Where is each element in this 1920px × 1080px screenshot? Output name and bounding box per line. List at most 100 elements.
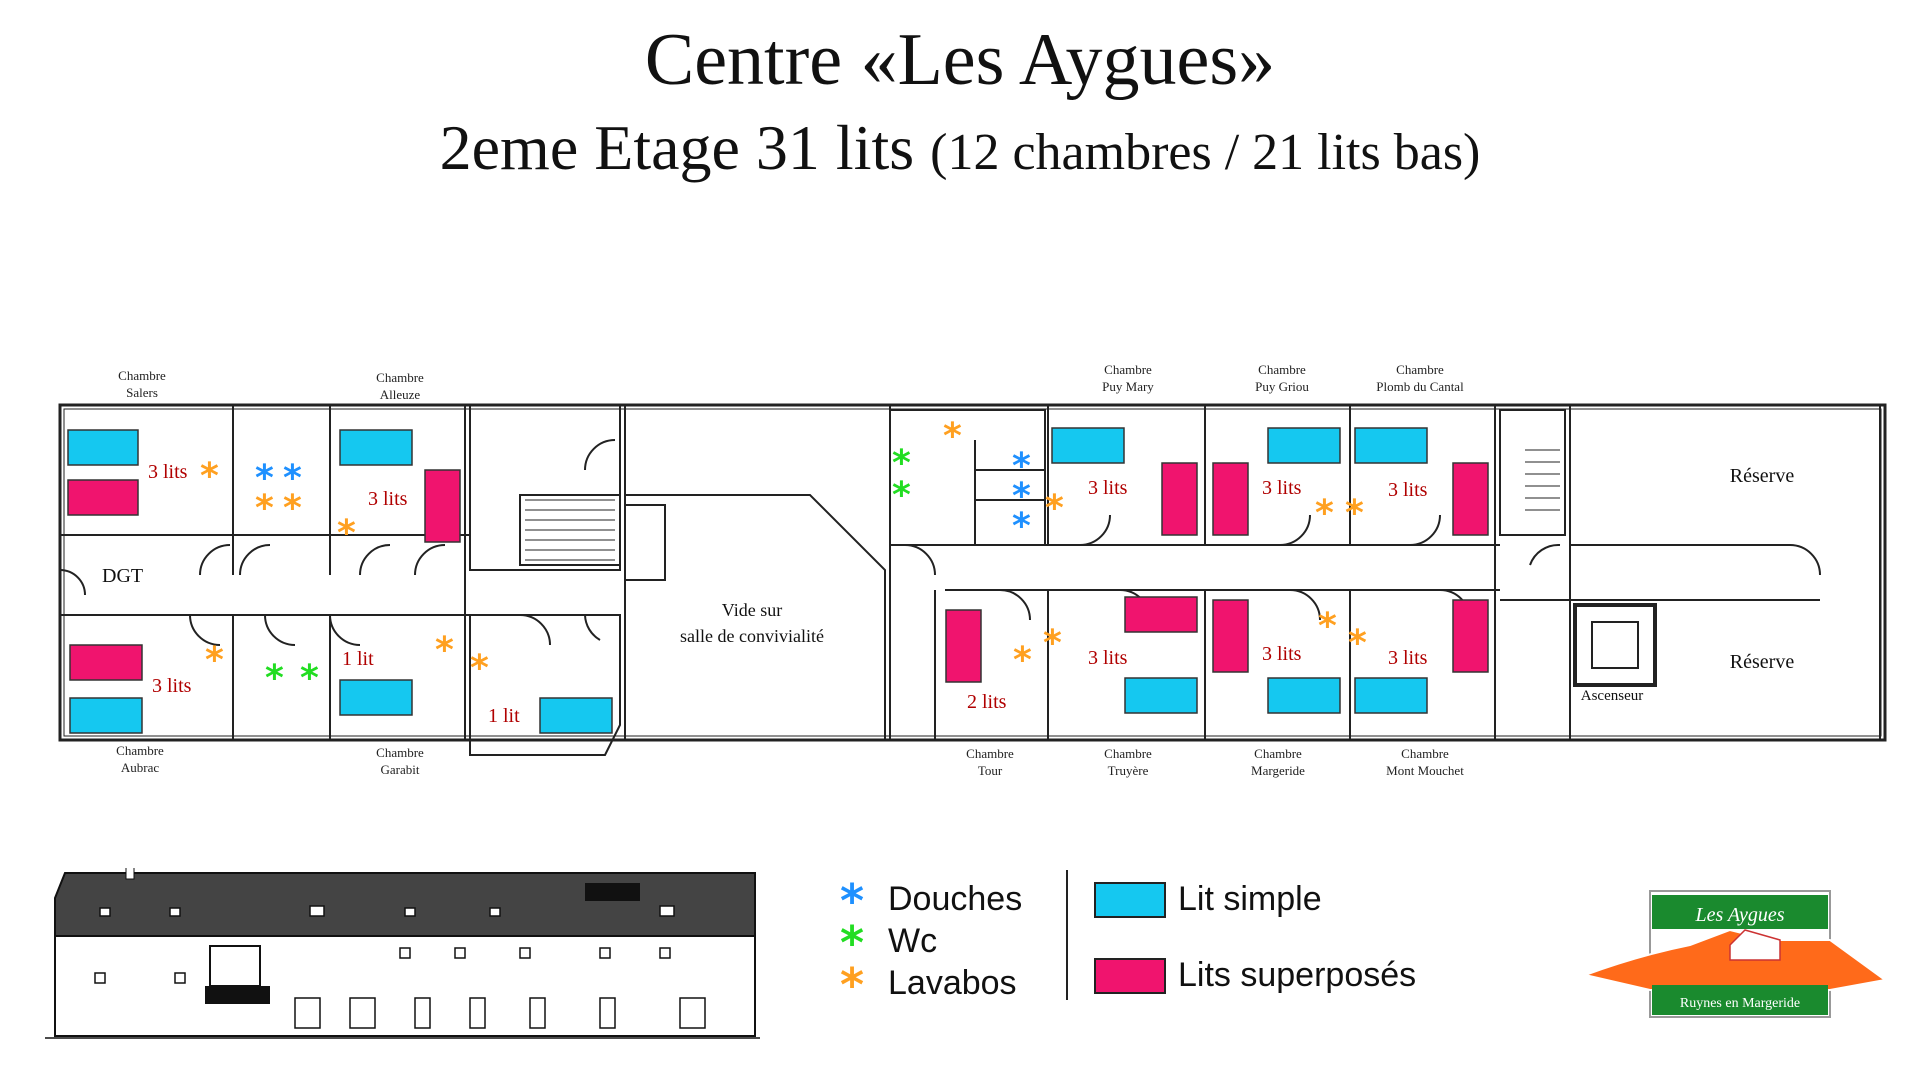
- lavabo-marker: *: [1315, 493, 1334, 534]
- bed-superpose: [1124, 596, 1198, 633]
- room-name-mont-mouchet: Mont Mouchet: [1386, 763, 1464, 778]
- area-ascenseur: Ascenseur: [1581, 688, 1643, 704]
- lits-superposes-beds: [67, 462, 1489, 683]
- bed-superpose: [424, 469, 461, 543]
- lavabo-marker: *: [1013, 640, 1032, 681]
- bed-simple: [1354, 677, 1428, 714]
- lavabo-marker: *: [337, 513, 356, 554]
- room-beds-puy-griou: 3 lits: [1262, 477, 1302, 499]
- outer-wall: [58, 403, 1887, 742]
- logo-place: Ruynes en Margeride: [1680, 996, 1800, 1011]
- area-reserve-top: Réserve: [1730, 465, 1795, 487]
- subtitle-detail: (12 chambres / 21 lits bas): [930, 124, 1481, 181]
- subtitle-main: 2eme Etage 31 lits: [439, 112, 915, 183]
- bed-simple: [1267, 677, 1341, 714]
- area-reserve-bottom: Réserve: [1730, 651, 1795, 673]
- area-dgt: DGT: [102, 565, 143, 587]
- bed-superpose: [945, 609, 982, 683]
- bed-superpose: [1212, 599, 1249, 673]
- area-vide-1: Vide sur: [722, 600, 782, 620]
- building-facade-drawing: [45, 868, 760, 1039]
- bed-simple: [339, 429, 413, 466]
- lavabo-marker: *: [943, 416, 962, 457]
- room-name-alleuze: Chambre: [376, 370, 424, 385]
- room-name-aubrac: Aubrac: [121, 760, 159, 775]
- douches-icon: *: [840, 874, 865, 928]
- room-beds-salers: 3 lits: [148, 461, 188, 483]
- room-name-margeride: Margeride: [1251, 763, 1305, 778]
- legend-lits-superposes: Lits superposés: [1178, 956, 1417, 994]
- page-subtitle: 2eme Etage 31 lits (12 chambres / 21 lit…: [0, 110, 1920, 191]
- room-beds-mont-mouchet: 3 lits: [1388, 647, 1428, 669]
- bed-simple: [67, 429, 139, 466]
- room-name-margeride: Chambre: [1254, 746, 1302, 761]
- room-name-plomb-cantal: Plomb du Cantal: [1376, 379, 1464, 394]
- wc-marker: *: [300, 658, 319, 699]
- bed-simple: [539, 697, 613, 734]
- logo-name: Les Aygues: [1694, 904, 1784, 926]
- lavabos-icon: *: [840, 958, 865, 1012]
- room-beds-unnamed: 1 lit: [488, 705, 520, 727]
- bed-superpose: [1161, 462, 1198, 536]
- room-beds-tour: 2 lits: [967, 691, 1007, 713]
- legend-divider: [1066, 870, 1068, 1000]
- room-beds-truyere: 3 lits: [1088, 647, 1128, 669]
- lavabo-marker: *: [1345, 493, 1364, 534]
- bed-simple: [1267, 427, 1341, 464]
- bed-simple: [69, 697, 143, 734]
- room-name-puy-griou: Puy Griou: [1255, 379, 1309, 394]
- bed-superpose: [1452, 462, 1489, 536]
- douche-marker: *: [1012, 446, 1031, 487]
- room-name-puy-mary: Chambre: [1104, 362, 1152, 377]
- sanitary-markers: * * * * * * * * * * * * * * * * * * * * …: [200, 416, 1367, 699]
- room-name-truyere: Chambre: [1104, 746, 1152, 761]
- lavabo-marker: *: [435, 630, 454, 671]
- room-name-garabit: Garabit: [381, 762, 420, 777]
- plan-walls: [58, 403, 1887, 756]
- legend-douches: Douches: [888, 880, 1023, 918]
- wc-marker: *: [892, 443, 911, 484]
- lavabo-marker: *: [205, 640, 224, 681]
- room-name-tour: Chambre: [966, 746, 1014, 761]
- les-aygues-logo: Les Aygues Ruynes en Margeride: [1581, 890, 1888, 1018]
- lavabo-marker: *: [200, 456, 219, 497]
- bed-superpose: [1452, 599, 1489, 673]
- room-beds-puy-mary: 3 lits: [1088, 477, 1128, 499]
- lavabo-marker: *: [255, 488, 274, 529]
- lavabo-marker: *: [1045, 488, 1064, 529]
- room-name-puy-griou: Chambre: [1258, 362, 1306, 377]
- lavabo-marker: *: [1043, 623, 1062, 664]
- wc-marker: *: [892, 475, 911, 516]
- lavabo-marker: *: [470, 648, 489, 689]
- lavabo-marker: *: [1348, 623, 1367, 664]
- lavabo-marker: *: [1318, 606, 1337, 647]
- bed-superpose: [67, 479, 139, 516]
- room-beds-garabit: 1 lit: [342, 648, 374, 670]
- bed-simple: [339, 679, 413, 716]
- douche-marker: *: [283, 458, 302, 499]
- room-name-tour: Tour: [978, 763, 1003, 778]
- bed-simple: [1354, 427, 1428, 464]
- room-name-truyere: Truyère: [1108, 763, 1149, 778]
- room-beds-margeride: 3 lits: [1262, 643, 1302, 665]
- room-name-alleuze: Alleuze: [380, 387, 421, 402]
- bed-superpose: [1212, 462, 1249, 536]
- legend-lavabos: Lavabos: [888, 964, 1017, 1002]
- lavabo-marker: *: [283, 488, 302, 529]
- legend-lit-simple: Lit simple: [1178, 880, 1322, 918]
- wc-icon: *: [840, 916, 865, 970]
- lits-superposes-swatch: [1094, 958, 1166, 994]
- room-name-mont-mouchet: Chambre: [1401, 746, 1449, 761]
- wc-marker: *: [265, 658, 284, 699]
- room-name-puy-mary: Puy Mary: [1102, 379, 1154, 394]
- area-vide-2: salle de convivialité: [680, 626, 824, 646]
- douche-marker: *: [1012, 476, 1031, 517]
- bed-simple: [1124, 677, 1198, 714]
- douche-marker: *: [1012, 506, 1031, 547]
- room-name-aubrac: Chambre: [116, 743, 164, 758]
- room-name-garabit: Chambre: [376, 745, 424, 760]
- room-name-salers: Chambre: [118, 368, 166, 383]
- lit-simple-beds: [67, 427, 1428, 734]
- room-name-salers: Salers: [126, 385, 158, 400]
